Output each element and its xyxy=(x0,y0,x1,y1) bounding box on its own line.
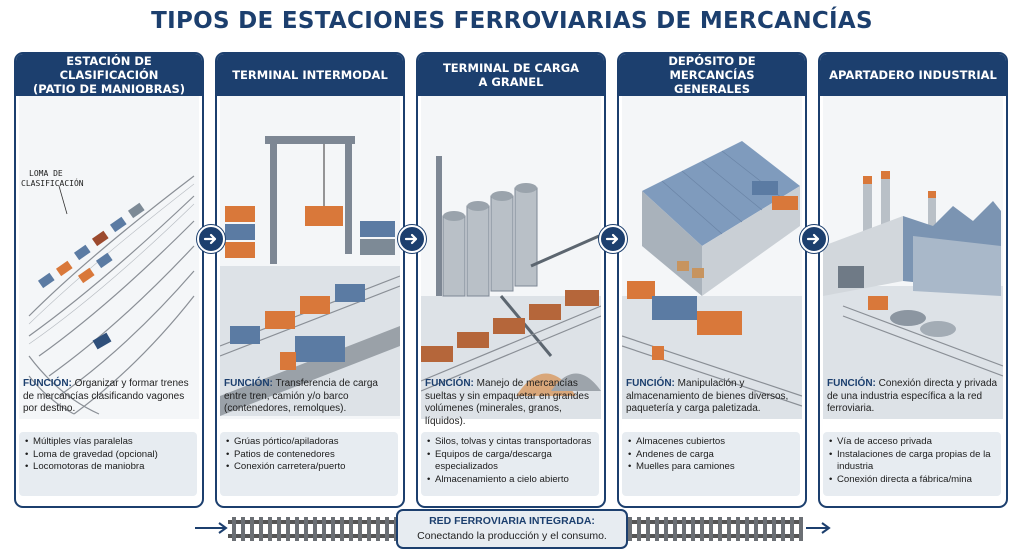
rail-tie xyxy=(232,517,236,541)
list-item: Almacenamiento a cielo abierto xyxy=(427,474,593,487)
rail-tie xyxy=(322,517,326,541)
rail-tie xyxy=(385,517,389,541)
depot-drawing xyxy=(622,141,802,419)
rail-tie xyxy=(727,517,731,541)
classification-yard-drawing: LOMA DE CLASIFICACIÓN xyxy=(21,169,195,415)
page-title: TIPOS DE ESTACIONES FERROVIARIAS DE MERC… xyxy=(151,8,873,34)
integrated-network-box: RED FERROVIARIA INTEGRADA: Conectando la… xyxy=(396,509,628,549)
rail-tie xyxy=(295,517,299,541)
intermodal-terminal-illustration xyxy=(220,96,400,419)
feature-list: Silos, tolvas y cintas transportadoras E… xyxy=(421,432,599,496)
rail-tie xyxy=(331,517,335,541)
list-item: Conexión directa a fábrica/mina xyxy=(829,474,995,487)
flow-arrow-icon xyxy=(197,225,225,253)
list-item: Loma de gravedad (opcional) xyxy=(25,449,191,462)
rail-tie xyxy=(655,517,659,541)
rail-tie xyxy=(745,517,749,541)
intermodal-drawing xyxy=(220,136,400,416)
rail-tie xyxy=(358,517,362,541)
bulk-drawing xyxy=(421,156,601,419)
rail-tie xyxy=(709,517,713,541)
list-item: Equipos de carga/descarga especializados xyxy=(427,449,593,474)
rail-tie xyxy=(763,517,767,541)
list-item: Locomotoras de maniobra xyxy=(25,461,191,474)
rail-tie xyxy=(259,517,263,541)
rail-tie xyxy=(241,517,245,541)
rail-tie xyxy=(250,517,254,541)
list-item: Conexión carretera/puerto xyxy=(226,461,392,474)
function-text: FUNCIÓN: Organizar y formar trenes de me… xyxy=(23,378,189,414)
general-goods-depot-illustration xyxy=(622,96,802,419)
rail-tie xyxy=(628,517,632,541)
station-card-intermodal: TERMINAL INTERMODAL F xyxy=(215,52,405,508)
list-item: Patios de contenedores xyxy=(226,449,392,462)
card-header: APARTADERO INDUSTRIAL xyxy=(820,54,1006,96)
list-item: Andenes de carga xyxy=(628,449,794,462)
rail-tie xyxy=(664,517,668,541)
list-item: Silos, tolvas y cintas transportadoras xyxy=(427,436,593,449)
rail-tie xyxy=(754,517,758,541)
flow-arrow-icon xyxy=(599,225,627,253)
function-text: FUNCIÓN: Conexión directa y privada de u… xyxy=(827,378,998,414)
rail-tie xyxy=(304,517,308,541)
station-card-classification: ESTACIÓN DE CLASIFICACIÓN(PATIO DE MANIO… xyxy=(14,52,204,508)
rail-tie xyxy=(790,517,794,541)
function-text: FUNCIÓN: Transferencia de carga entre tr… xyxy=(224,378,378,414)
rail-tie xyxy=(691,517,695,541)
hump-callout-line2: CLASIFICACIÓN xyxy=(21,177,84,188)
feature-list: Almacenes cubiertos Andenes de carga Mue… xyxy=(622,432,800,496)
bulk-terminal-illustration xyxy=(421,96,601,419)
feature-list: Grúas pórtico/apiladoras Patios de conte… xyxy=(220,432,398,496)
function-text: FUNCIÓN: Manipulación y almacenamiento d… xyxy=(626,378,789,414)
flow-arrow-icon xyxy=(800,225,828,253)
list-item: Múltiples vías paralelas xyxy=(25,436,191,449)
list-item: Grúas pórtico/apiladoras xyxy=(226,436,392,449)
rail-tie xyxy=(781,517,785,541)
rail-tie xyxy=(700,517,704,541)
network-title: RED FERROVIARIA INTEGRADA: xyxy=(429,515,595,527)
rail-tie xyxy=(646,517,650,541)
rail-tie xyxy=(673,517,677,541)
feature-list: Vía de acceso privada Instalaciones de c… xyxy=(823,432,1001,496)
rail-tie xyxy=(367,517,371,541)
rail-tie xyxy=(682,517,686,541)
rail-tie xyxy=(268,517,272,541)
rail-tie xyxy=(286,517,290,541)
hump-callout-line1: LOMA DE xyxy=(29,169,63,178)
rail-tie xyxy=(313,517,317,541)
rail-tie xyxy=(799,517,803,541)
rail-tie xyxy=(637,517,641,541)
rail-tie xyxy=(736,517,740,541)
card-header: ESTACIÓN DE CLASIFICACIÓN(PATIO DE MANIO… xyxy=(16,54,202,96)
rail-tie xyxy=(340,517,344,541)
network-subtitle: Conectando la producción y el consumo. xyxy=(417,530,607,542)
flow-arrow-icon xyxy=(398,225,426,253)
station-card-industrial-siding: APARTADERO INDUSTRIAL FUNCIÓN: Conexión … xyxy=(818,52,1008,508)
siding-drawing xyxy=(823,171,1003,419)
rail-tie xyxy=(349,517,353,541)
rail-tie xyxy=(772,517,776,541)
rail-tie xyxy=(376,517,380,541)
industrial-siding-illustration xyxy=(823,96,1003,419)
card-header: TERMINAL INTERMODAL xyxy=(217,54,403,96)
function-text: FUNCIÓN: Manejo de mercancías sueltas y … xyxy=(425,378,589,427)
rail-tie xyxy=(277,517,281,541)
rail-tie xyxy=(718,517,722,541)
list-item: Almacenes cubiertos xyxy=(628,436,794,449)
classification-yard-illustration: LOMA DE CLASIFICACIÓN xyxy=(19,96,199,419)
list-item: Vía de acceso privada xyxy=(829,436,995,449)
list-item: Instalaciones de carga propias de la ind… xyxy=(829,449,995,474)
list-item: Muelles para camiones xyxy=(628,461,794,474)
feature-list: Múltiples vías paralelas Loma de graveda… xyxy=(19,432,197,496)
